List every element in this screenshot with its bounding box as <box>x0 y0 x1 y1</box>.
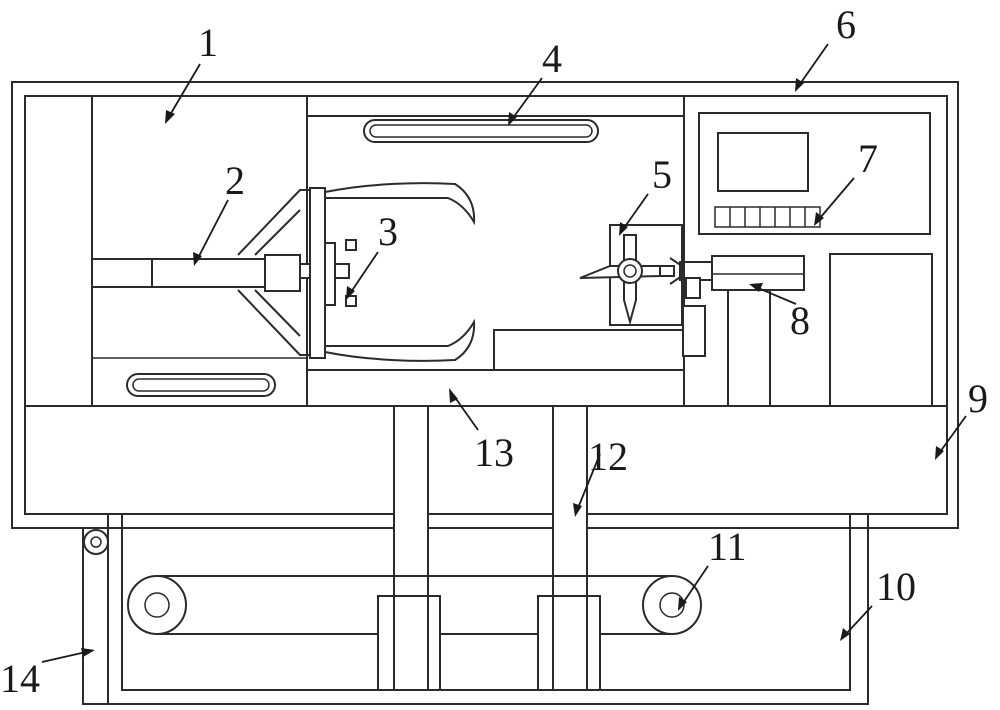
callout-6: 6 <box>795 2 856 92</box>
svg-text:8: 8 <box>790 298 810 343</box>
svg-text:10: 10 <box>876 564 916 609</box>
svg-text:14: 14 <box>0 656 40 701</box>
drive-unit <box>711 253 933 407</box>
control-panel <box>698 112 931 235</box>
callout-10: 10 <box>840 564 916 641</box>
callout-3: 3 <box>346 209 398 300</box>
svg-text:2: 2 <box>225 158 245 203</box>
keypad-buttons <box>714 206 821 228</box>
svg-text:11: 11 <box>708 524 747 569</box>
base-platform <box>24 405 948 515</box>
clamp-bracket <box>237 187 357 359</box>
callout-14: 14 <box>0 648 95 701</box>
hydraulic-cylinder <box>91 254 325 292</box>
callout-12: 12 <box>573 434 628 517</box>
svg-text:3: 3 <box>378 209 398 254</box>
cutter-assembly <box>579 224 713 357</box>
callout-9: 9 <box>935 376 988 460</box>
svg-text:4: 4 <box>542 36 562 81</box>
belt-drive <box>127 575 702 691</box>
callout-11: 11 <box>678 524 747 611</box>
lower-box <box>107 514 869 705</box>
callout-2: 2 <box>193 158 245 266</box>
svg-text:1: 1 <box>198 20 218 65</box>
guide-slot <box>363 119 599 143</box>
callout-4: 4 <box>508 36 562 126</box>
svg-text:12: 12 <box>588 434 628 479</box>
svg-text:6: 6 <box>836 2 856 47</box>
side-post <box>82 527 109 705</box>
left-chamber <box>91 96 308 406</box>
callout-7: 7 <box>814 136 878 226</box>
svg-text:13: 13 <box>474 430 514 475</box>
callout-1: 1 <box>165 20 218 124</box>
callout-8: 8 <box>749 283 810 343</box>
svg-text:7: 7 <box>858 136 878 181</box>
support-block <box>493 329 685 371</box>
svg-text:9: 9 <box>968 376 988 421</box>
callout-13: 13 <box>449 388 514 475</box>
claw-gripper <box>324 182 476 362</box>
svg-text:5: 5 <box>652 152 672 197</box>
callout-5: 5 <box>619 152 672 236</box>
display-screen <box>717 132 809 192</box>
